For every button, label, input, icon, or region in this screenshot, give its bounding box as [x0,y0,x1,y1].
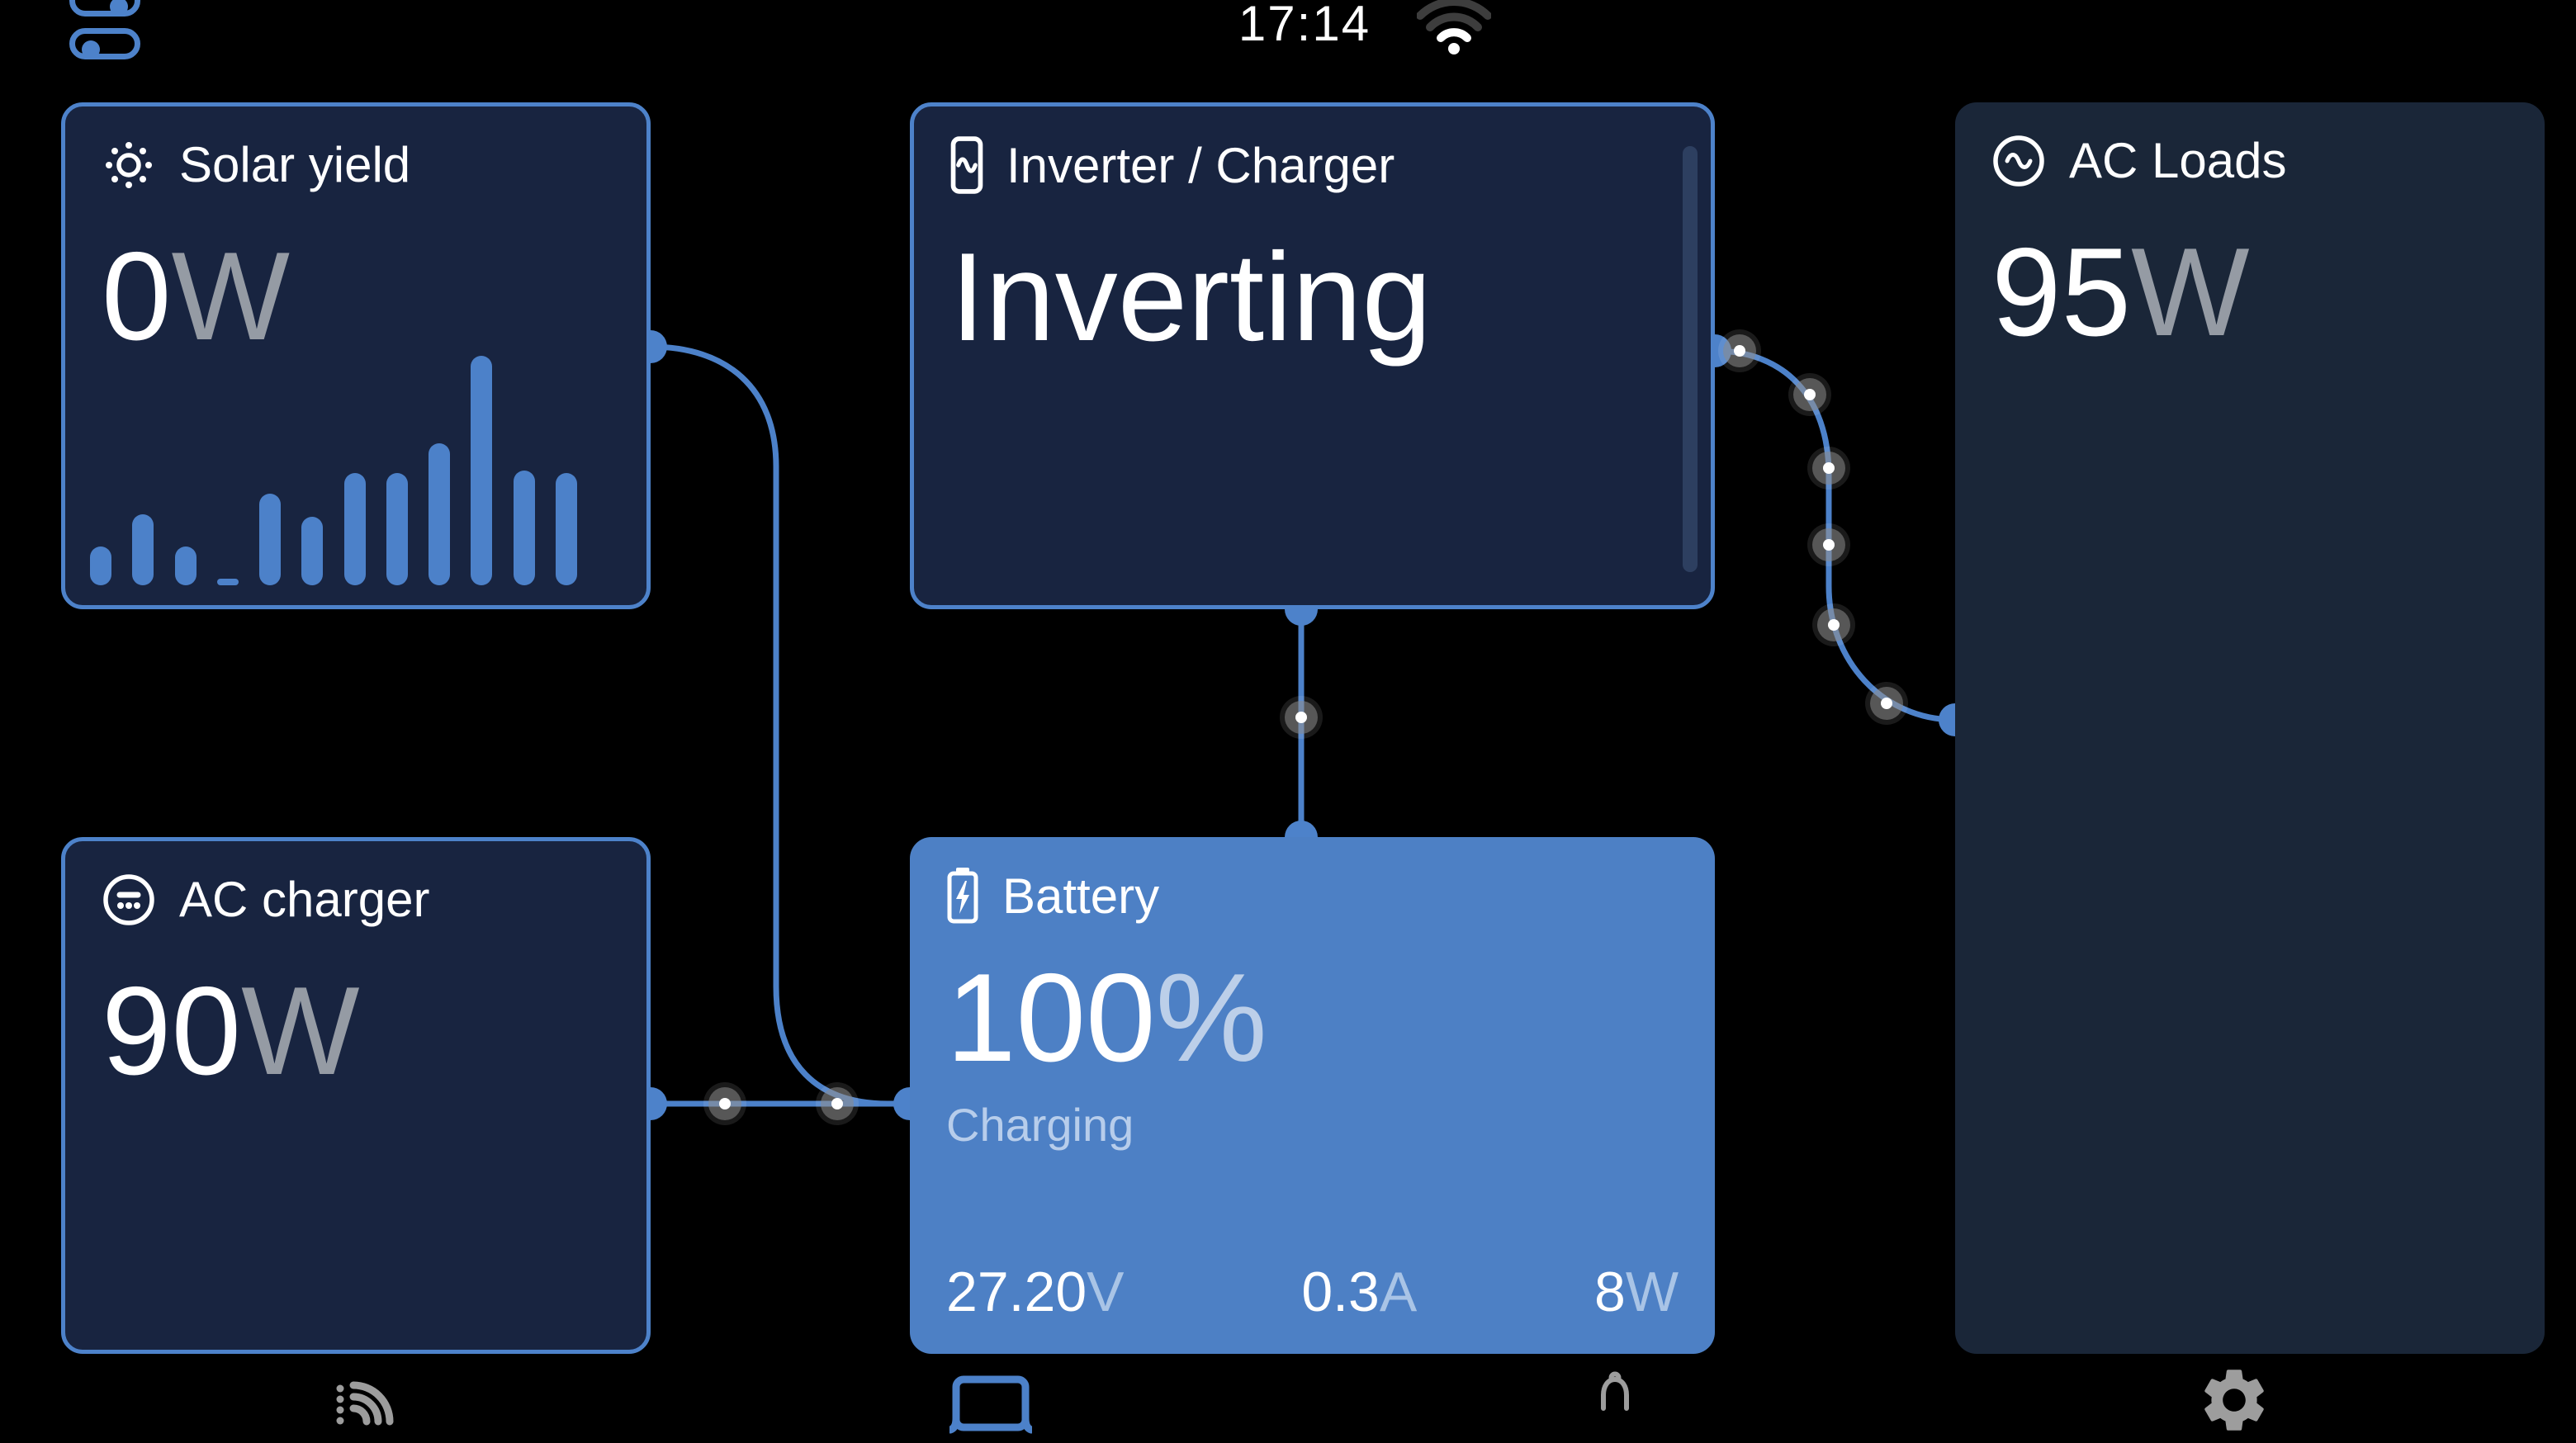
controls-toggles-button[interactable] [69,0,144,64]
monitor-icon [949,1375,1032,1434]
battery-soc-unit: % [1155,948,1267,1088]
overview-pages-nav-button[interactable] [949,1375,1032,1438]
solar-power-unit: W [171,226,291,367]
battery-power-unit: W [1625,1261,1679,1323]
solar-bar [471,356,493,585]
solar-power-value: 0W [102,226,291,367]
flow-dot [816,1082,859,1125]
tile-solar-yield[interactable]: Solar yield 0W [61,102,651,609]
ac-charger-power-value: 90W [102,961,360,1101]
flow-dot [1812,603,1855,646]
settings-nav-button[interactable] [2196,1362,2272,1438]
bell-icon [1601,1371,1629,1411]
battery-current: 0.3A [1301,1261,1418,1323]
toggle-switch-icon [69,0,140,17]
solar-bar [301,517,324,585]
battery-power: 8W [1593,1261,1679,1323]
solar-bar [555,473,577,585]
solar-bar [132,514,154,585]
tile-title: AC charger [179,872,430,927]
power-flow-dots [703,329,1908,1125]
solar-bar [174,546,197,585]
solar-bar [429,443,451,585]
solar-bar [513,471,535,585]
flow-dot [1807,523,1850,566]
ac-charger-power-unit: W [241,961,360,1101]
notifications-nav-button[interactable] [1589,1365,1641,1418]
flow-dot [1718,329,1761,372]
solar-bar-chart [90,354,577,585]
broadcast-icon [336,1381,394,1426]
flow-dot [1280,696,1323,739]
solar-bar [216,579,239,585]
solar-bar [386,473,408,585]
inverter-icon [950,136,983,194]
scrollbar[interactable] [1683,146,1698,572]
tile-battery[interactable]: Battery 100% Charging 27.20V 0.3A 8W [910,837,1715,1354]
inverter-state: Inverting [950,227,1432,367]
ac-loads-power-unit: W [2131,222,2250,362]
clock: 17:14 [1238,0,1371,51]
wifi-icon [1417,0,1491,54]
tile-title: AC Loads [2069,133,2287,188]
sun-icon [102,138,156,192]
tile-inverter-charger[interactable]: Inverter / Charger Inverting [910,102,1715,609]
wire-solar-to-battery [650,343,910,1107]
tile-ac-loads[interactable]: AC Loads 95W [1955,102,2545,1354]
gear-icon [2204,1370,2264,1431]
solar-bar [90,546,111,585]
tile-title: Battery [1002,868,1160,924]
flow-dot [1788,373,1831,416]
tile-ac-charger[interactable]: AC charger 90W [61,837,651,1354]
remote-console-nav-button[interactable] [329,1364,408,1443]
solar-bar [259,494,282,585]
ac-charger-icon [102,873,156,927]
tile-title: Solar yield [179,137,411,192]
flow-dot [1865,682,1908,725]
tile-title: Inverter / Charger [1006,137,1395,193]
battery-icon [946,867,979,925]
battery-current-unit: A [1379,1261,1418,1323]
flow-dot [703,1082,746,1125]
toggle-switch-icon [69,28,140,59]
flow-dot [1807,447,1850,490]
ac-wave-icon [1991,134,2046,188]
solar-bar [343,473,366,585]
battery-voltage: 27.20V [946,1261,1125,1323]
battery-soc-value: 100% [946,948,1267,1088]
battery-state: Charging [946,1098,1134,1151]
ac-loads-power-value: 95W [1991,222,2250,362]
battery-voltage-unit: V [1087,1261,1125,1323]
